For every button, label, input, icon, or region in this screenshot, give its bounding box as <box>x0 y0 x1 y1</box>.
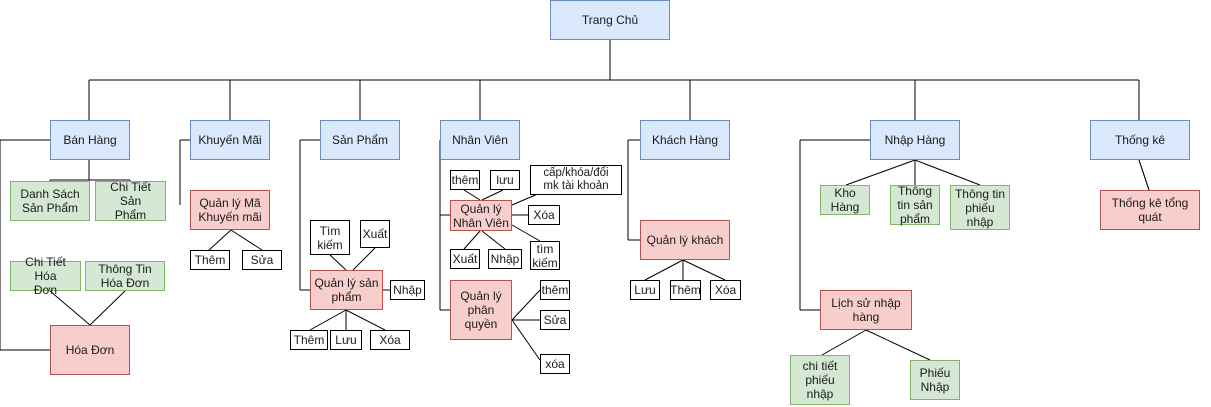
thong-tin-phieu-nhap-node: Thông tin phiếu nhập <box>950 185 1010 230</box>
quan-ly-ma-khuyen-mai-node: Quản lý Mã Khuyến mãi <box>190 190 270 230</box>
nv-luu-node: lưu <box>490 170 520 190</box>
kh-them-node: Thêm <box>670 280 701 300</box>
trang-chu-node: Trang Chủ <box>550 0 670 40</box>
chi-tiet-san-pham-node: Chi Tiết Sản Phẩm <box>95 180 166 222</box>
phieu-nhap-node: Phiếu Nhập <box>910 360 960 400</box>
sp-nhap-node: Nhập <box>390 280 425 300</box>
nv-xuat-node: Xuất <box>450 249 480 269</box>
thong-tin-san-pham-node: Thông tin sản phẩm <box>890 184 940 226</box>
thong-ke-tong-quat-node: Thống kê tổng quát <box>1100 190 1200 230</box>
nhan-vien-node: Nhân Viên <box>440 120 520 160</box>
nv-nhap-node: Nhập <box>488 249 522 269</box>
nv-them-node: thêm <box>450 170 480 190</box>
ban-hang-node: Bán Hàng <box>50 120 130 160</box>
sp-xuat-node: Xuất <box>360 220 390 248</box>
danh-sach-san-pham-node: Danh Sách Sản Phẩm <box>10 181 90 221</box>
quan-ly-phan-quyen-node: Quản lý phân quyền <box>450 280 512 340</box>
quan-ly-khach-node: Quản lý khách <box>640 220 730 260</box>
sp-xoa-node: Xóa <box>370 330 410 350</box>
nv-tim-kiem-node: tìm kiếm <box>530 241 560 270</box>
san-pham-node: Sản Phẩm <box>320 120 400 160</box>
kh-xoa-node: Xóa <box>710 280 741 300</box>
sp-tim-kiem-node: Tìm kiếm <box>310 220 350 255</box>
pq-xoa-node: xóa <box>540 354 570 374</box>
nv-xoa-node: Xóa <box>528 205 560 225</box>
nv-cap-khoa-tai-khoan-node: cấp/khóa/đổi mk tài khoản <box>530 165 622 195</box>
khach-hang-node: Khách Hàng <box>640 120 730 160</box>
sp-luu-node: Lưu <box>330 330 362 350</box>
sp-them-node: Thêm <box>290 330 328 350</box>
lich-su-nhap-hang-node: Lịch sử nhập hàng <box>820 290 912 330</box>
quan-ly-san-pham-node: Quản lý sản phẩm <box>310 270 383 310</box>
thong-tin-hoa-don-node: Thông Tin Hóa Đơn <box>85 261 165 291</box>
hoa-don-node: Hóa Đơn <box>50 325 130 375</box>
quan-ly-nhan-vien-node: Quản lý Nhân Viên <box>450 200 512 231</box>
pq-them-node: thêm <box>540 280 570 300</box>
thong-ke-node: Thống kê <box>1090 120 1190 160</box>
pq-sua-node: Sửa <box>540 310 570 330</box>
khuyen-mai-node: Khuyến Mãi <box>190 120 270 160</box>
km-sua-node: Sửa <box>242 250 282 270</box>
nhap-hang-node: Nhập Hàng <box>870 120 960 160</box>
chi-tiet-hoa-don-node: Chi Tiết Hóa Đơn <box>10 255 81 297</box>
chi-tiet-phieu-nhap-node: chi tiết phiếu nhập <box>790 355 850 405</box>
kh-luu-node: Lưu <box>630 280 660 300</box>
kho-hang-node: Kho Hàng <box>820 185 870 215</box>
km-them-node: Thêm <box>190 250 230 270</box>
